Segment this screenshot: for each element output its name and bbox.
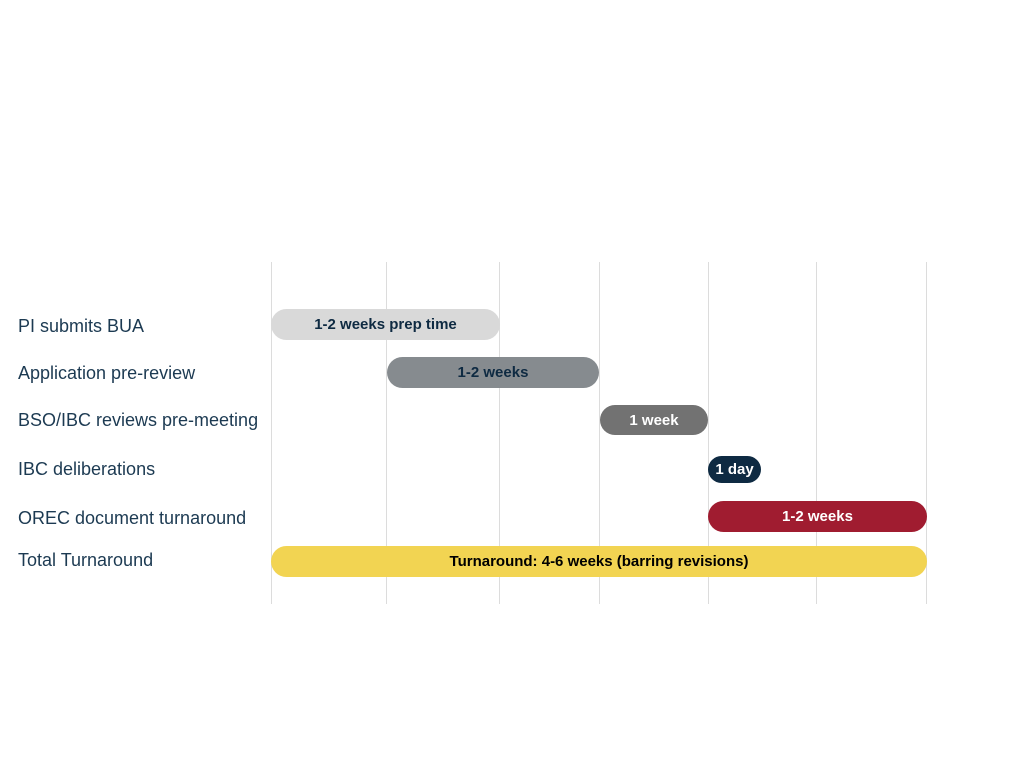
bar-total-turnaround: Turnaround: 4-6 weeks (barring revisions… [271,546,927,577]
row-label-orec-turnaround: OREC document turnaround [18,508,247,528]
gridline [816,262,817,604]
bar-pi-submits: 1-2 weeks prep time [271,309,500,340]
bar-pre-review: 1-2 weeks [387,357,599,388]
bar-bso-ibc-review: 1 week [600,405,708,435]
row-label-pi-submits: PI submits BUA [18,316,145,336]
gridline [386,262,387,604]
row-label-ibc-deliberations: IBC deliberations [18,459,156,479]
row-label-total-turnaround: Total Turnaround [18,550,154,570]
row-label-bso-ibc-review: BSO/IBC reviews pre-meeting [18,410,259,430]
bar-ibc-deliberations: 1 day [708,456,761,483]
gridline [926,262,927,604]
gridline [708,262,709,604]
gridline [599,262,600,604]
row-label-pre-review: Application pre-review [18,363,196,383]
gridline [271,262,272,604]
gridline [499,262,500,604]
bar-orec-turnaround: 1-2 weeks [708,501,927,532]
